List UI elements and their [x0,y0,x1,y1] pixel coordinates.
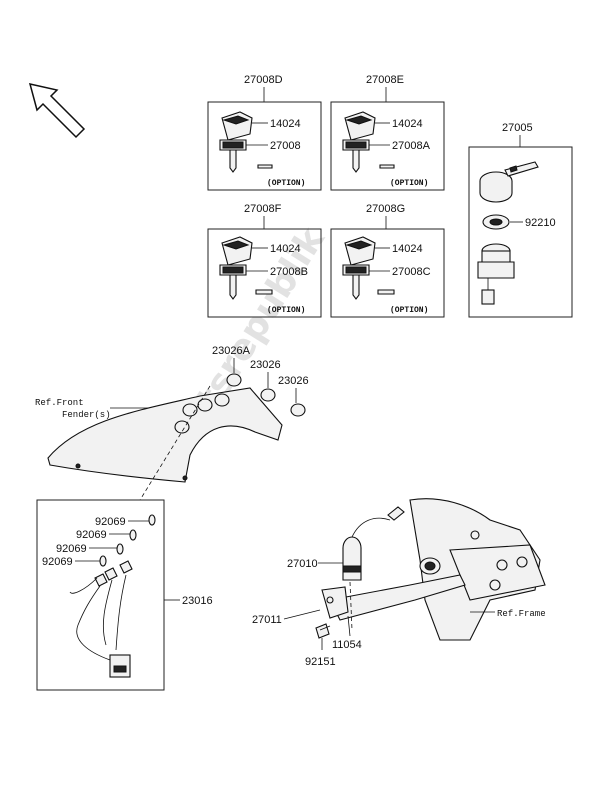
key-set-f-title: 27008F [244,203,282,215]
key-cap-label: 14024 [392,243,423,255]
harness-label: 23016 [182,595,213,607]
key-set-d: 27008D 14024 27008 (OPTION) [207,74,322,191]
key-blank-icon [219,264,247,300]
switch-bracket-icon [329,557,466,621]
switch-body-icon [477,243,515,305]
screw-4-label: 92069 [42,556,73,568]
bolt-icon [315,623,331,639]
key-set-g-title: 27008G [366,203,405,215]
key-blank-icon [342,139,370,173]
key-blank-icon [219,139,247,173]
switch-cover-assembly: 23026A 23026 23026 Ref.Front Fender(s) [35,345,309,501]
ref-frame-label: Ref.Frame [497,609,546,619]
ref-front-fender-line1: Ref.Front [35,398,84,408]
front-cover-icon [47,387,283,483]
key-set-f: 27008F 14024 27008B (OPTION) [207,203,322,318]
ignition-switch-icon [342,506,405,581]
switch-mount-assembly: 27010 27011 92151 11054 Ref.Frame [252,498,546,668]
option-note: (OPTION) [390,306,428,315]
ignition-switch-set: 27005 92210 [468,122,573,318]
key-blank-icon [342,264,370,300]
harness-icon [69,514,156,678]
bracket-b-label: 11054 [332,639,362,651]
key-label: 27008C [392,266,431,278]
cap-2-label: 23026 [278,375,309,387]
bracket-label: 27011 [252,614,282,626]
bracket-plate-icon [321,586,349,619]
screw-3-label: 92069 [56,543,87,555]
option-note: (OPTION) [267,306,305,315]
wiring-harness-set: 92069 92069 92069 92069 23016 [36,499,213,691]
key-cap-icon [344,111,376,141]
frame-head-icon [409,498,546,641]
key-cap-icon [221,111,253,141]
screw-2-label: 92069 [76,529,107,541]
front-direction-arrow-icon [28,82,86,139]
key-set-g: 27008G 14024 27008C (OPTION) [330,203,445,318]
key-cap-label: 14024 [270,118,301,130]
key-set-d-title: 27008D [244,74,283,86]
switch-body-label: 27010 [287,558,318,570]
key-label: 27008 [270,140,301,152]
cap-a-label: 23026A [212,345,251,357]
option-note: (OPTION) [267,179,305,188]
screw-1-label: 92069 [95,516,126,528]
rubber-cap-icon [226,373,306,417]
key-cap-icon [221,236,253,266]
key-label: 27008A [392,140,431,152]
ignition-key-icon [479,161,539,203]
lock-nut-label: 92210 [525,217,556,229]
key-set-e: 27008E 14024 27008A (OPTION) [330,74,445,191]
switch-set-title: 27005 [502,122,533,134]
key-cap-label: 14024 [270,243,301,255]
cap-1-label: 23026 [250,359,281,371]
bolt-label: 92151 [305,656,336,668]
key-label: 27008B [270,266,308,278]
key-set-e-title: 27008E [366,74,404,86]
key-cap-icon [344,236,376,266]
key-cap-label: 14024 [392,118,423,130]
option-note: (OPTION) [390,179,428,188]
ref-front-fender-line2: Fender(s) [62,410,111,420]
lock-nut-icon [482,214,510,230]
